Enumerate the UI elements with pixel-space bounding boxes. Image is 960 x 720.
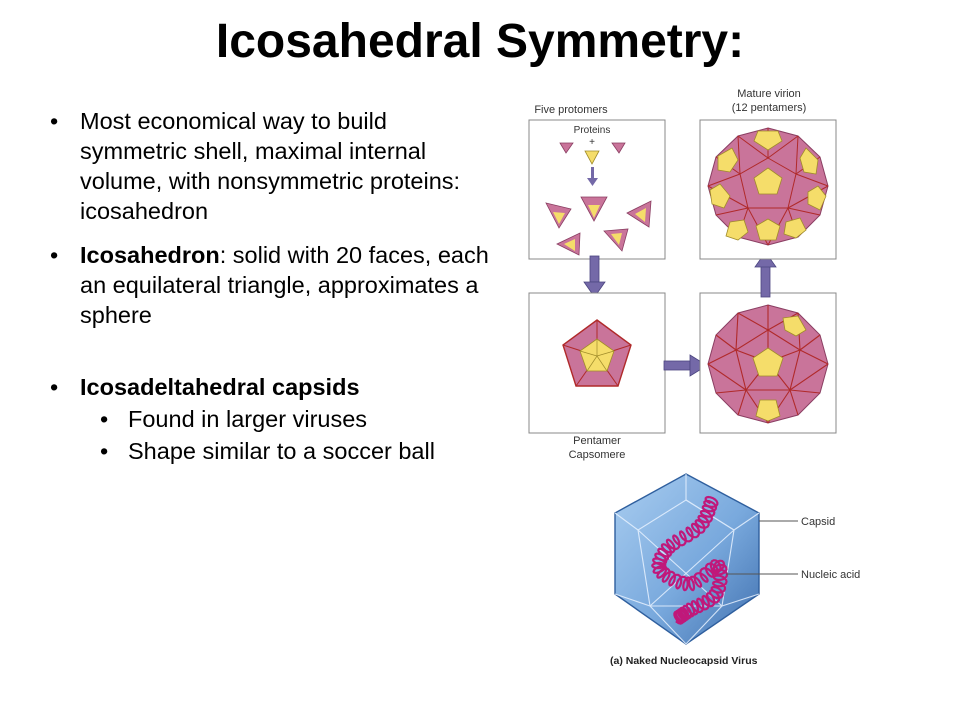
bullet-icosahedron-text: : solid with 20 faces, each an equilater… — [80, 242, 489, 328]
label-five-protomers: Five protomers — [534, 104, 608, 116]
panel-protomers: Proteins + — [528, 119, 666, 260]
bullet-dot: • — [100, 406, 109, 432]
label-plus: + — [589, 137, 595, 148]
arrow-down-large — [583, 255, 606, 298]
label-capsid: Capsid — [801, 516, 835, 528]
arrow-right-large — [663, 354, 708, 377]
bullet-dot: • — [50, 242, 59, 268]
slide-title: Icosahedral Symmetry: — [215, 15, 745, 68]
label-proteins: Proteins — [574, 125, 611, 136]
down-arrow-small — [587, 167, 598, 186]
bullet-economical-text: Most economical way to build symmetric s… — [80, 108, 461, 224]
panel-mature-virion — [699, 119, 837, 260]
label-pentamer-line1: Pentamer — [573, 435, 621, 447]
label-mature-line1: Mature virion — [737, 88, 801, 100]
nucleic-acid-pointer: Nucleic acid — [726, 569, 860, 581]
panel-partial-shell — [699, 292, 837, 434]
panel-pentamer — [528, 292, 666, 434]
bullet-economical: • Most economical way to build symmetric… — [48, 106, 498, 226]
protomer-wedges — [545, 196, 652, 256]
bullet-icosahedron-term: Icosahedron — [80, 242, 220, 268]
label-pentamer-line2: Capsomere — [569, 449, 626, 461]
bullet-list: • Most economical way to build symmetric… — [48, 106, 498, 466]
single-proteins — [559, 142, 626, 165]
label-mature-line2: (12 pentamers) — [732, 102, 807, 114]
sub-bullet-larger-viruses: • Found in larger viruses — [48, 404, 498, 434]
sub-bullet-text: Found in larger viruses — [128, 406, 368, 432]
label-nucleic-acid: Nucleic acid — [801, 569, 860, 581]
pentamer-capsomeres — [709, 130, 827, 241]
bullet-icosahedron: • Icosahedron: solid with 20 faces, each… — [48, 240, 498, 330]
bullet-icosadeltahedral: • Icosadeltahedral capsids — [48, 372, 498, 402]
sub-bullet-text: Shape similar to a soccer ball — [128, 438, 435, 464]
capsid-pointer: Capsid — [759, 516, 835, 528]
caption-naked-nucleocapsid: (a) Naked Nucleocapsid Virus — [610, 655, 758, 667]
bullet-dot: • — [100, 438, 109, 464]
nucleic-acid-coil — [651, 495, 729, 625]
sub-bullet-soccer-ball: • Shape similar to a soccer ball — [48, 436, 498, 466]
bullet-dot: • — [50, 108, 59, 134]
bullet-dot: • — [50, 374, 59, 400]
capsid-icosahedron — [614, 473, 760, 645]
bullet-icosadeltahedral-text: Icosadeltahedral capsids — [80, 374, 360, 400]
